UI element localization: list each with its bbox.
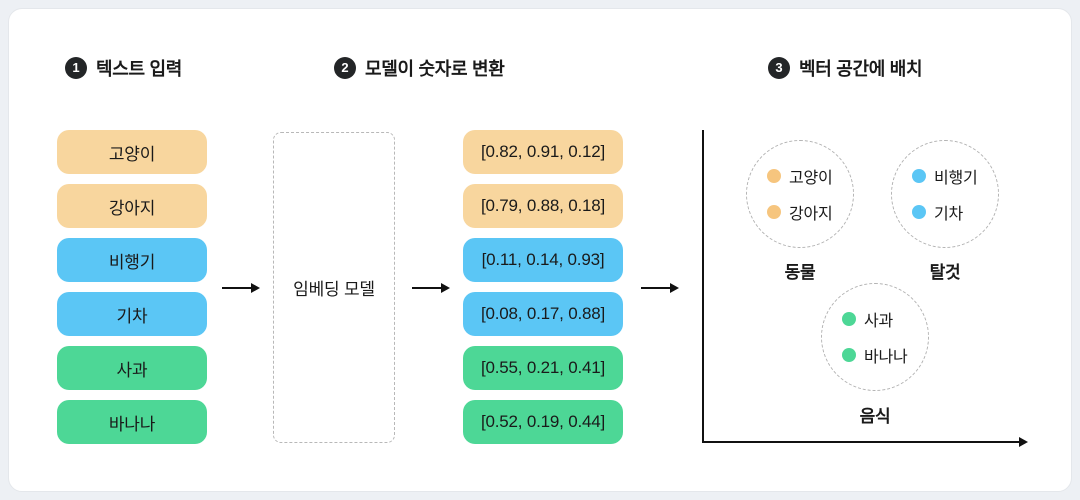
arrow-input-to-model bbox=[222, 283, 260, 293]
input-word-1: 고양이 bbox=[57, 130, 207, 174]
cluster-animals-name: 동물 bbox=[784, 263, 816, 282]
x-axis bbox=[702, 441, 1020, 443]
cluster-item: 기차 bbox=[912, 200, 963, 224]
x-axis-arrowhead-icon bbox=[1019, 437, 1028, 447]
orange-dot-icon bbox=[767, 169, 781, 183]
cluster-item-label: 기차 bbox=[934, 206, 964, 223]
input-word-6: 바나나 bbox=[57, 400, 207, 444]
step-1-header: 1 텍스트 입력 bbox=[65, 55, 182, 81]
vector-6: [0.52, 0.19, 0.44] bbox=[463, 400, 623, 444]
step-2-title: 모델이 숫자로 변환 bbox=[365, 59, 505, 79]
embedding-model-box: 임베딩 모델 bbox=[273, 132, 395, 443]
vector-3: [0.11, 0.14, 0.93] bbox=[463, 238, 623, 282]
input-word-2: 강아지 bbox=[57, 184, 207, 228]
arrow-vectors-to-space bbox=[641, 283, 679, 293]
cluster-item-label: 고양이 bbox=[789, 170, 833, 187]
vector-1: [0.82, 0.91, 0.12] bbox=[463, 130, 623, 174]
blue-dot-icon bbox=[912, 205, 926, 219]
embedding-model-label: 임베딩 모델 bbox=[293, 280, 375, 299]
arrow-model-to-vectors bbox=[412, 283, 450, 293]
cluster-item-label: 비행기 bbox=[934, 170, 978, 187]
cluster-item: 바나나 bbox=[842, 343, 908, 367]
vector-2: [0.79, 0.88, 0.18] bbox=[463, 184, 623, 228]
cluster-vehicles: 비행기 기차 bbox=[891, 140, 999, 248]
step-2-badge: 2 bbox=[334, 57, 356, 79]
cluster-food: 사과 바나나 bbox=[821, 283, 929, 391]
orange-dot-icon bbox=[767, 205, 781, 219]
step-3-title: 벡터 공간에 배치 bbox=[799, 59, 923, 79]
step-3-badge: 3 bbox=[768, 57, 790, 79]
cluster-item-label: 사과 bbox=[864, 313, 894, 330]
cluster-item: 고양이 bbox=[767, 164, 833, 188]
step-1-badge: 1 bbox=[65, 57, 87, 79]
step-1-title: 텍스트 입력 bbox=[96, 59, 183, 79]
cluster-item-label: 바나나 bbox=[864, 349, 908, 366]
cluster-animals: 고양이 강아지 bbox=[746, 140, 854, 248]
vector-5: [0.55, 0.21, 0.41] bbox=[463, 346, 623, 390]
green-dot-icon bbox=[842, 312, 856, 326]
step-3-header: 3 벡터 공간에 배치 bbox=[768, 55, 923, 81]
y-axis bbox=[702, 130, 704, 443]
cluster-item: 강아지 bbox=[767, 200, 833, 224]
cluster-food-name: 음식 bbox=[859, 407, 891, 426]
vector-4: [0.08, 0.17, 0.88] bbox=[463, 292, 623, 336]
cluster-item-label: 강아지 bbox=[789, 206, 833, 223]
green-dot-icon bbox=[842, 348, 856, 362]
cluster-vehicles-name: 탈것 bbox=[929, 263, 961, 282]
cluster-item: 비행기 bbox=[912, 164, 978, 188]
input-word-3: 비행기 bbox=[57, 238, 207, 282]
input-word-5: 사과 bbox=[57, 346, 207, 390]
cluster-item: 사과 bbox=[842, 307, 893, 331]
blue-dot-icon bbox=[912, 169, 926, 183]
input-word-4: 기차 bbox=[57, 292, 207, 336]
step-2-header: 2 모델이 숫자로 변환 bbox=[334, 55, 505, 81]
